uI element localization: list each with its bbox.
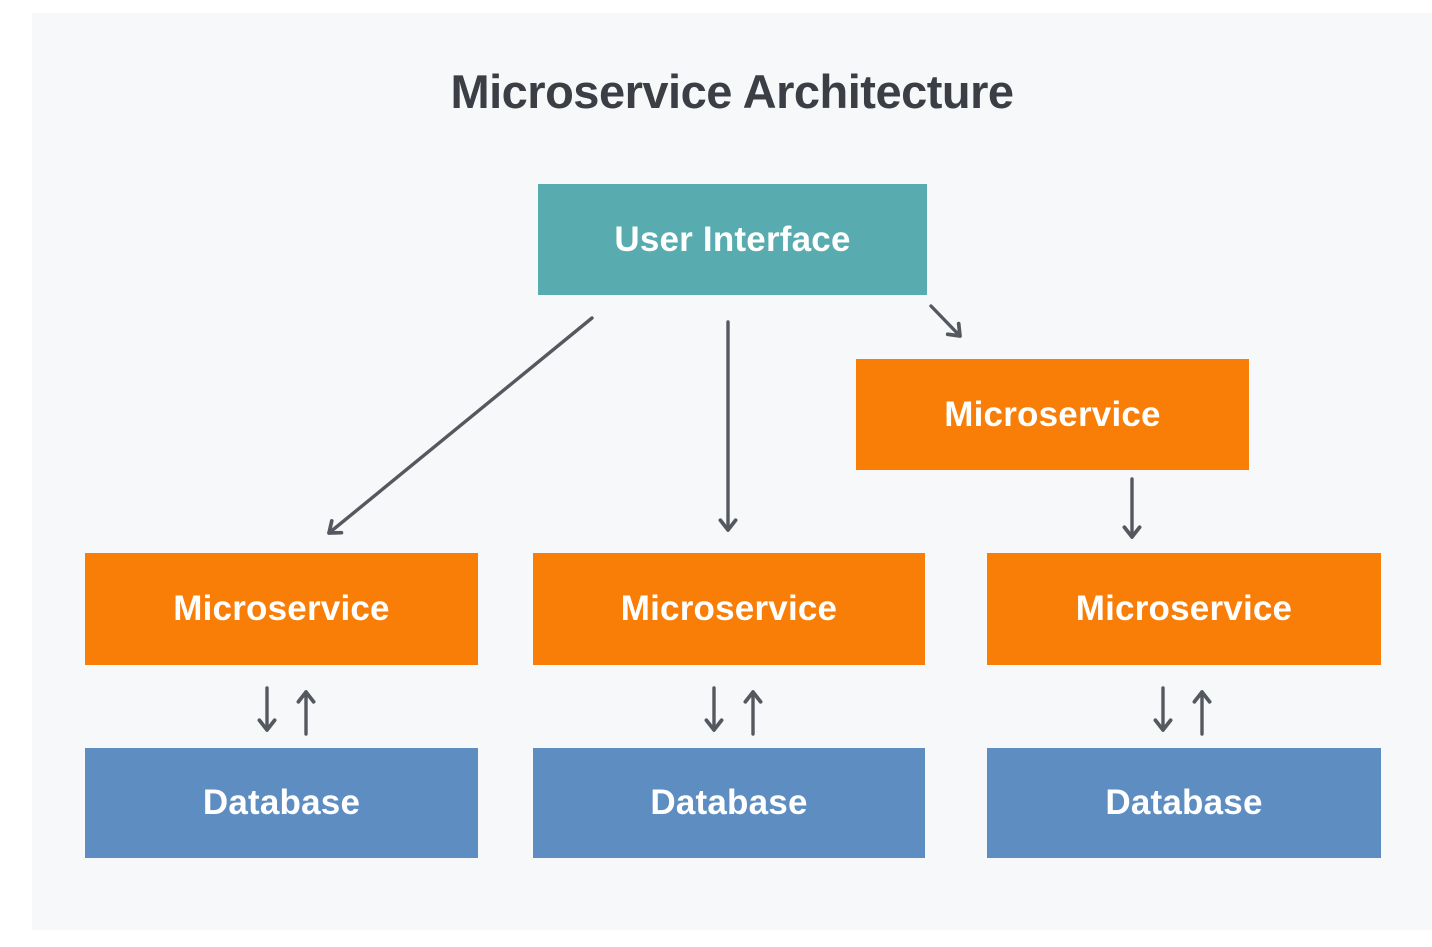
node-database-left-label: Database: [202, 783, 361, 822]
node-database-middle: Database: [533, 748, 925, 858]
node-user-interface: User Interface: [538, 184, 927, 295]
node-microservice-top-right-label: Microservice: [944, 394, 1161, 434]
node-microservice-top-right: Microservice: [856, 359, 1249, 470]
node-microservice-left: Microservice: [85, 553, 478, 665]
node-database-middle-label: Database: [650, 783, 808, 822]
node-database-right-label: Database: [1105, 783, 1263, 822]
node-microservice-left-label: Microservice: [173, 589, 390, 628]
node-microservice-right-label: Microservice: [1075, 589, 1293, 628]
node-microservice-right: Microservice: [987, 553, 1381, 665]
node-database-left: Database: [85, 748, 478, 858]
node-database-right: Database: [987, 748, 1381, 858]
diagram-title: Microservice Architecture: [450, 65, 1014, 118]
node-microservice-middle-label: Microservice: [620, 589, 838, 628]
node-user-interface-label: User Interface: [614, 219, 851, 259]
node-microservice-middle: Microservice: [533, 553, 925, 665]
